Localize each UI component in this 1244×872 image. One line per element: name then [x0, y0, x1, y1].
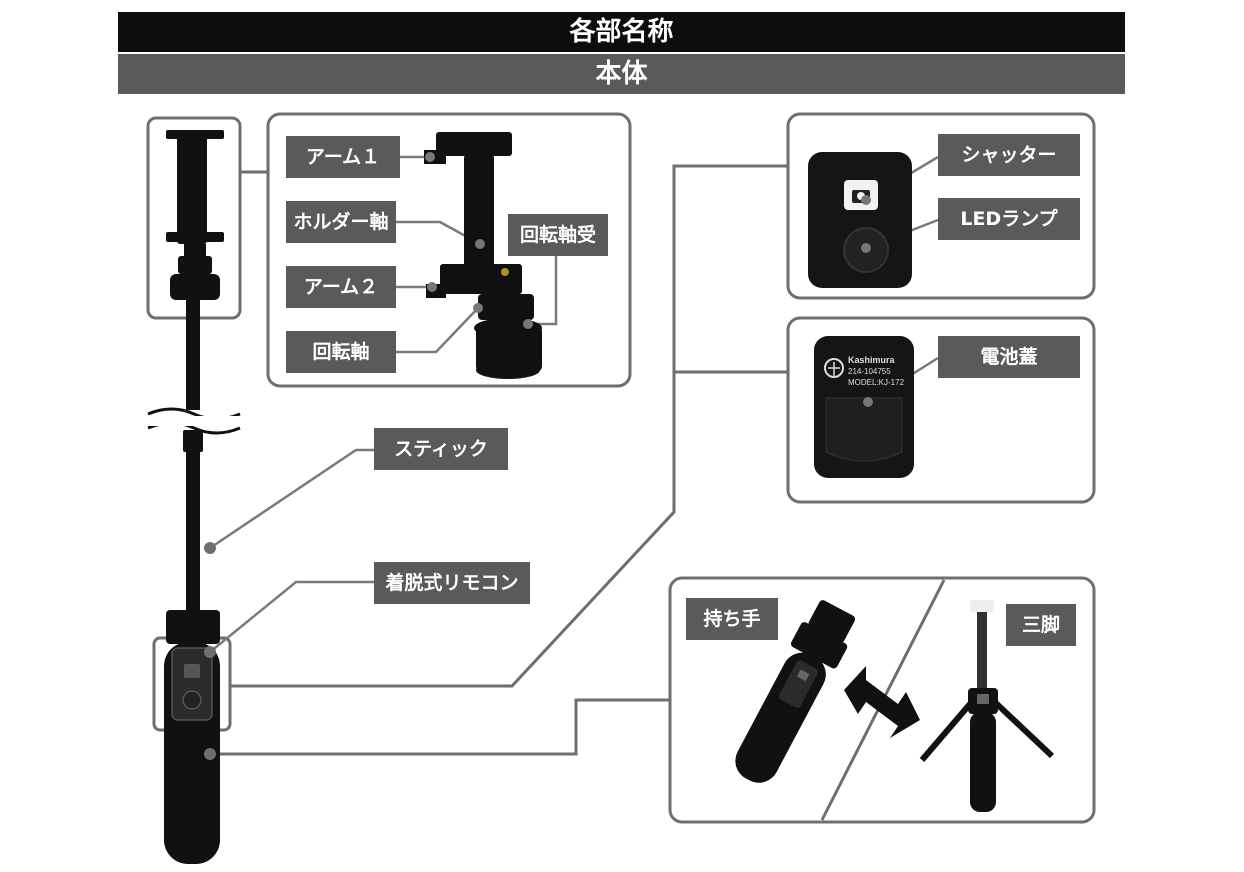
label-grip: 持ち手 — [686, 598, 778, 640]
dot-stick — [204, 542, 216, 554]
connector-grip — [210, 698, 670, 756]
label-battery-cover: 電池蓋 — [938, 336, 1080, 378]
connector-main-remote — [230, 164, 788, 688]
mounted-remote — [171, 647, 213, 721]
tripod-product — [919, 600, 1055, 812]
leader-remote — [209, 580, 374, 653]
remote-front-frame — [786, 112, 1096, 300]
remote-back: Kashimura 214-104755 MODEL:KJ-172 — [814, 336, 914, 478]
leader-stick — [209, 448, 374, 550]
label-holder-shaft: ホルダー軸 — [286, 201, 396, 243]
model-text: MODEL:KJ-172 — [848, 378, 905, 387]
remote-front — [808, 152, 912, 288]
label-arm1: アーム１ — [286, 136, 400, 178]
section-title: 本体 — [118, 54, 1125, 94]
switch-arrow — [844, 666, 920, 738]
dot-grip — [204, 748, 216, 760]
label-stick: スティック — [374, 428, 508, 470]
label-rotation-shaft: 回転軸 — [286, 331, 396, 373]
label-shutter: シャッター — [938, 134, 1080, 176]
code-text: 214-104755 — [848, 367, 891, 376]
leader-rotation-shaft — [396, 307, 479, 354]
brand-text: Kashimura — [848, 355, 896, 365]
label-led-lamp: LEDランプ — [938, 198, 1080, 240]
dot-remote — [204, 646, 216, 658]
remote-back-frame — [786, 316, 1096, 504]
label-detachable-remote: 着脱式リモコン — [374, 562, 530, 604]
label-arm2: アーム２ — [286, 266, 396, 308]
label-tripod: 三脚 — [1006, 604, 1076, 646]
grip-product — [735, 600, 856, 783]
holder-detail-frame — [266, 112, 632, 388]
label-rotation-bearing: 回転軸受 — [508, 214, 608, 256]
page-title: 各部名称 — [118, 12, 1125, 52]
